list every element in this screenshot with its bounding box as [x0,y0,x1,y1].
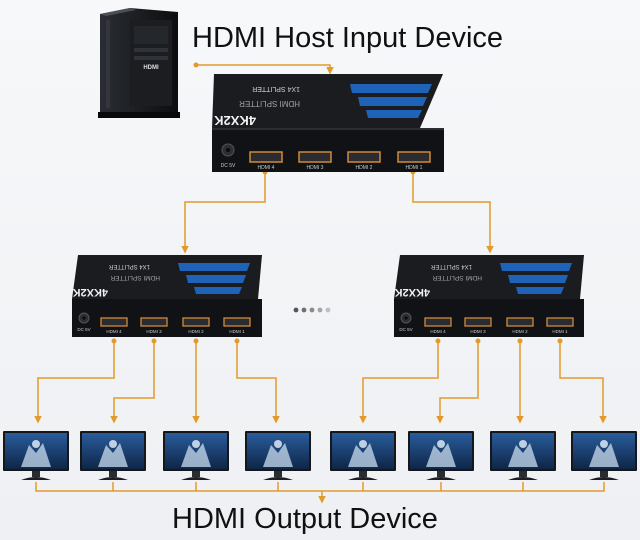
left-port-label: HDMI 2 [188,329,204,334]
right-hdmi-ports: HDMI 4 HDMI 3 HDMI 2 HDMI 1 [424,317,574,334]
left-splitter: 4KX2K HDMI SPLITTER 1X4 SPLITTER DC 5V H… [72,255,262,337]
ellipsis-dots-icon [293,307,331,313]
main-splitter: 4KX2K HDMI SPLITTER 1X4 SPLITTER DC 5V H… [212,74,444,172]
monitor-icon [3,431,69,480]
right-splitter-name: HDMI SPLITTER [432,274,482,281]
main-port-label: HDMI 1 [406,165,423,171]
host-input-label: HDMI Host Input Device [192,22,504,54]
left-splitter-output-wires [34,341,280,424]
right-power-label: DC 5V [399,327,412,332]
main-splitter-output-wires [181,169,494,254]
left-power-label: DC 5V [77,327,90,332]
output-device-label: HDMI Output Device [172,503,438,535]
left-splitter-type: 1X4 SPLITTER [108,263,150,269]
main-power-label: DC 5V [221,163,236,169]
right-port-label: HDMI 2 [512,329,528,334]
left-hdmi-ports: HDMI 4 HDMI 3 HDMI 2 HDMI 1 [100,317,251,334]
main-splitter-model: 4KX2K [213,113,256,128]
main-hdmi-ports: HDMI 4 HDMI 3 HDMI 2 HDMI 1 [249,151,431,171]
monitor-icon [571,431,637,480]
output-bracket [35,482,605,504]
monitor-row [3,431,637,480]
host-pc: HDMI [98,8,180,118]
left-splitter-model: 4KX2K [72,286,108,298]
monitor-icon [245,431,311,480]
monitor-icon [330,431,396,480]
right-splitter-output-wires [359,341,607,424]
right-splitter-type: 1X4 SPLITTER [430,263,472,269]
main-port-label: HDMI 3 [307,165,324,171]
main-splitter-name: HDMI SPLITTER [239,99,300,108]
pc-badge: HDMI [143,65,159,71]
main-port-label: HDMI 4 [258,165,275,171]
left-splitter-name: HDMI SPLITTER [110,274,160,281]
main-splitter-type: 1X4 SPLITTER [252,85,300,92]
main-port-label: HDMI 2 [356,165,373,171]
monitor-icon [408,431,474,480]
monitor-icon [80,431,146,480]
right-splitter-model: 4KX2K [394,286,430,298]
left-port-label: HDMI 3 [146,329,162,334]
right-splitter: 4KX2K HDMI SPLITTER 1X4 SPLITTER DC 5V H… [394,255,584,337]
right-port-label: HDMI 4 [430,329,446,334]
right-port-label: HDMI 1 [552,329,568,334]
right-port-label: HDMI 3 [470,329,486,334]
desktop-tower-icon [98,8,180,118]
left-port-label: HDMI 4 [106,329,122,334]
left-port-label: HDMI 1 [229,329,245,334]
monitor-icon [490,431,556,480]
monitor-icon [163,431,229,480]
